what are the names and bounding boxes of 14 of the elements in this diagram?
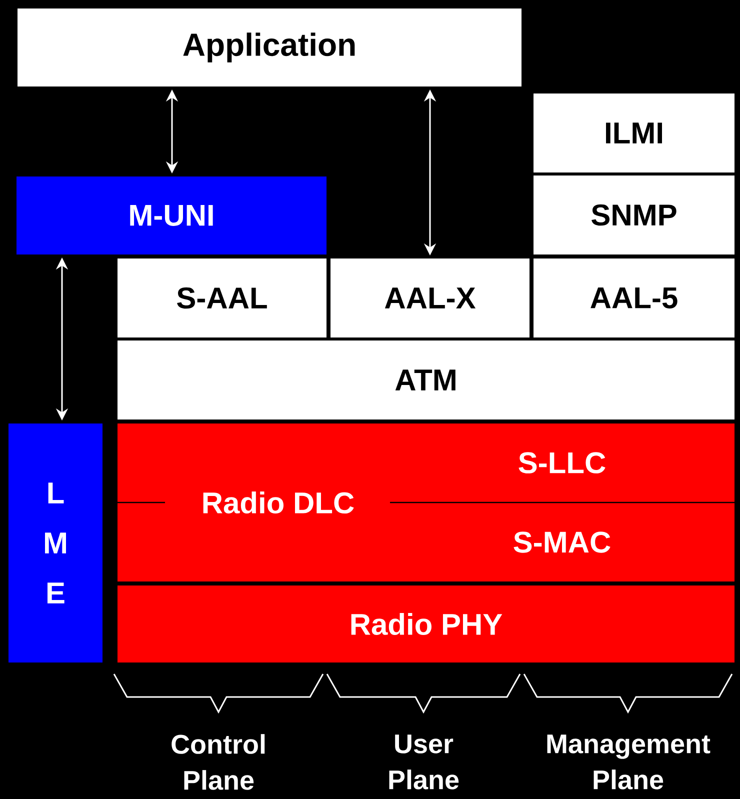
plane-label: User Plane (389, 734, 459, 790)
layer-box: AAL-X (330, 258, 530, 338)
layer-box: SNMP (532, 174, 736, 256)
layer-box: Application (16, 8, 522, 88)
layer-box: ILMI (532, 92, 736, 174)
layer-label: S-LLC (518, 452, 606, 474)
plane-label: Management Plane (547, 734, 710, 790)
layer-box: S-AAL (116, 258, 328, 338)
layer-box: AAL-5 (532, 258, 736, 338)
layer-label: S-MAC (514, 532, 610, 553)
plane-label: Control Plane (172, 734, 265, 790)
layer-box: M-UNI (16, 176, 328, 256)
layer-box: L M E (8, 422, 104, 664)
layer-box: Radio PHY (116, 584, 736, 664)
